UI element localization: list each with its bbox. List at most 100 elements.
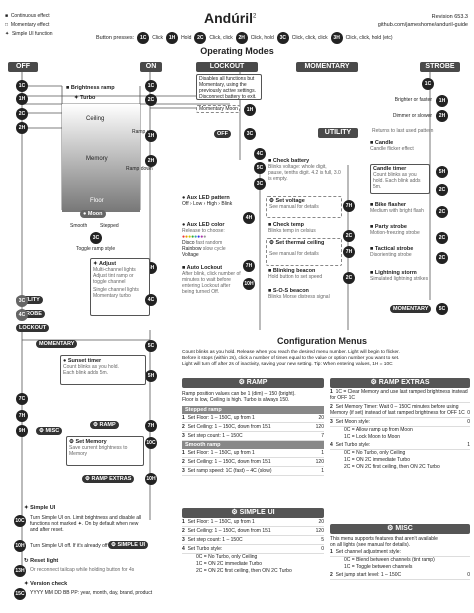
voltage-manual: See manual for details (269, 204, 319, 210)
row-text: Set Floor: 1 – 150C, up from 1 (187, 519, 255, 525)
aux-color-swatches: ●●●●●●●● (182, 234, 207, 240)
sunset-text: Sunset timer (67, 358, 102, 364)
strobe-1h-badge: 1H (436, 95, 448, 107)
version-desc: YYYY MM DD BB PP: year, month, day, bran… (30, 590, 153, 596)
bike-desc: Medium with bright flash (370, 208, 424, 214)
strobe-1c-badge: 1C (422, 78, 434, 90)
temp-2c-badge: 2C (343, 230, 355, 242)
simple-ui-title: ✦ Simple UI (24, 505, 56, 511)
util-1h-badge: 4C (254, 148, 266, 160)
row-num: 2 (330, 404, 333, 410)
adjust-desc-4: Single channel lights (93, 287, 139, 293)
set-voltage-box: ⚙ Set voltage See manual for details (266, 196, 342, 218)
battery-desc: Blinks voltage: whole digit, pause, tent… (268, 164, 341, 182)
press-text: Click, hold (250, 35, 274, 41)
strobe-2c-badge-a: 2C (436, 184, 448, 196)
thermal-manual: See manual for details (269, 251, 319, 257)
smooth-ramp-header: Smooth ramp (182, 441, 324, 449)
lightning: ■ Lightning storm Simulated lightning st… (370, 270, 432, 282)
off-4c-badge: 4C (16, 309, 28, 321)
sunset-title: ● Sunset timer (63, 358, 102, 364)
on-5h-badge: 5H (145, 370, 157, 382)
row-text: Set Moon style: (335, 419, 371, 425)
extras-turbo-opt-2: 2C = ON 2C first ceiling, then ON 2C Tur… (344, 464, 440, 470)
off-10h-badge: 10H (14, 540, 26, 552)
party-title: ■ Party strobe (370, 224, 407, 230)
tactical: ■ Tactical strobe Disorienting strobe (370, 246, 430, 258)
sunset-box: ● Sunset timer Count blinks as you hold.… (60, 355, 146, 385)
press-text: Click (152, 35, 164, 41)
aux-color: ● Aux LED color Release to choose: ●●●●●… (182, 222, 252, 258)
ramp-down-label: Ramp down (126, 166, 153, 172)
party-desc: Motion-freezing strobe (370, 230, 420, 236)
battery-text: Check battery (272, 158, 310, 164)
legend-continuous-label: Continuous effect (10, 13, 50, 19)
misc-config-title: ⚙ MISC (330, 524, 470, 534)
lightning-text: Lightning storm (374, 270, 417, 276)
row-value: 5 (321, 537, 324, 543)
lockout-3c-badge: 3C (244, 128, 256, 140)
row-value: 20 (318, 415, 324, 421)
extras-config: ⚙ RAMP EXTRAS 1 1C = Clear Memory and us… (330, 378, 470, 471)
row-text: Set Floor: 1 – 150C, up from 1 (187, 450, 255, 456)
revision-text: Revision 653.3 (431, 14, 468, 20)
press-code: 2H (235, 32, 248, 44)
candle-timer-title: Candle timer (373, 166, 427, 172)
color-voltage: Voltage (182, 252, 199, 258)
row-text: Set step count: 1 – 150C (187, 433, 243, 439)
on-10h-badge: 10H (145, 473, 157, 485)
tactical-desc: Disorienting strobe (370, 252, 412, 258)
adjust-box: ✦ Adjust Multi-channel lights Adjust tin… (90, 258, 150, 316)
momentary-moon-box: Momentary Moon (196, 105, 240, 113)
config-heading: Configuration Menus (277, 336, 367, 346)
press-text: Click, click (209, 35, 233, 41)
turbo-label: ✦ Turbo (74, 95, 96, 101)
party-text: Party strobe (374, 224, 407, 230)
row-text: Set channel adjustment style: (335, 549, 401, 555)
stepped-ramp-header: Stepped ramp (182, 406, 324, 414)
color-disco: Disco (182, 240, 195, 246)
strobe-5c-badge: 5C (436, 303, 448, 315)
strobe-2c-badge-c: 2C (436, 232, 448, 244)
on-4c-badge: 4C (145, 294, 157, 306)
sos-desc: Blinks Morse distress signal (268, 294, 330, 300)
row-num: 3 (330, 419, 333, 425)
check-battery: ■ Check battery Blinks voltage: whole di… (268, 158, 343, 182)
table-row: 1 Set channel adjustment style: (330, 548, 470, 557)
candle-desc: Candle flicker effect (370, 146, 414, 152)
adjust-title: ✦ Adjust (93, 261, 117, 267)
color-slow-cycle: slow cycle (202, 246, 226, 252)
off-2c-badge: 2C (16, 108, 28, 120)
thermal-7h-badge: 7H (343, 246, 355, 258)
intro-1: Count blinks as you hold. Release when y… (182, 350, 400, 355)
off-2h-badge: 2H (16, 122, 28, 134)
on-7h-badge: 7H (145, 420, 157, 432)
table-row: 4 Set Turbo style:1 (330, 441, 470, 450)
reset-title: ↻ Reset light (24, 558, 59, 564)
toggle-3c-badge: 3C (90, 232, 102, 244)
bike-title: ■ Bike flasher (370, 202, 407, 208)
ramp-extras-pill-text: RAMP EXTRAS (91, 476, 132, 482)
bike: ■ Bike flasher Medium with bright flash (370, 202, 430, 214)
legend-simple-ui-label: Simple UI function (11, 31, 53, 37)
config-intro: Count blinks as you hold. Release when y… (182, 350, 400, 368)
table-row: 3 Set ramp speed: 1C (fast) – 4C (slow)1 (182, 467, 324, 476)
row-text: Set Turbo style: (187, 546, 223, 552)
table-row: 1 1C = Clear Memory and use last ramped … (330, 388, 470, 403)
title-text: Andúril (204, 10, 253, 26)
intro-3: Light will turn off after 2s of inactivi… (182, 362, 393, 367)
simple-ui-text: Simple UI (30, 505, 56, 511)
adjust-desc-5: Momentary turbo (93, 293, 131, 299)
beacon-text: Blinking beacon (272, 268, 316, 274)
row-value: 120 (315, 424, 324, 430)
ramp-pill-left: ⚙ RAMP (90, 421, 119, 429)
row-value: 1 (321, 450, 324, 456)
set-voltage-text: Set voltage (275, 198, 305, 204)
misc-desc-2: on all lights (see manual for details). (330, 542, 411, 548)
brightness-ramp-text: Brightness ramp (70, 85, 115, 91)
reset-desc: Or reconnect tailcap while holding butto… (30, 567, 135, 573)
legend-simple-ui: ✦ Simple UI function (5, 31, 53, 37)
